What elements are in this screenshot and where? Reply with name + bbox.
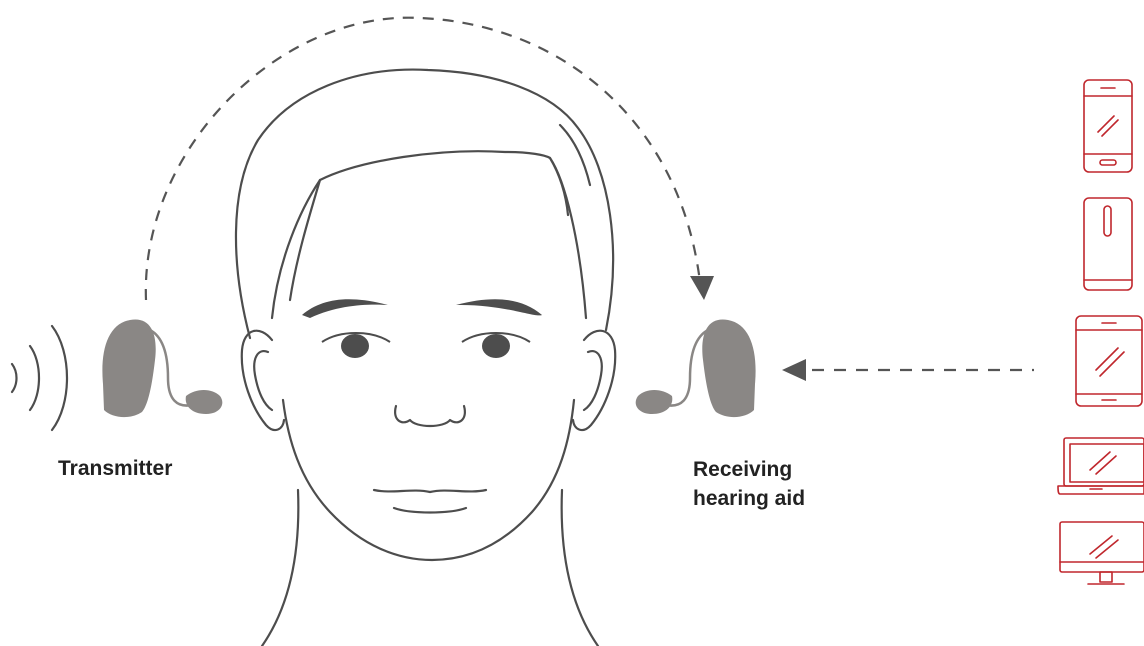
hearing-aid-icon	[102, 319, 222, 417]
receiving-label-line2: hearing aid	[693, 484, 805, 513]
laptop-icon	[1058, 438, 1144, 494]
mouth	[374, 490, 486, 492]
right-ear	[573, 331, 615, 430]
head-illustration-icon	[236, 70, 615, 646]
receiver-body	[702, 319, 755, 417]
receiving-label-line1: Receiving	[693, 455, 805, 484]
left-ear	[242, 331, 284, 430]
sound-waves-icon	[12, 326, 67, 430]
receiving-hearing-aid-label: Receiving hearing aid	[693, 455, 805, 513]
smartphone-icon	[1084, 80, 1132, 172]
receiving-hearing-aid-icon	[636, 319, 756, 417]
transmitter-receiver	[186, 390, 223, 414]
tablet-large-icon	[1076, 316, 1142, 406]
left-ear-inner	[254, 351, 272, 410]
right-ear-inner	[584, 351, 602, 410]
transmitter-label: Transmitter	[58, 454, 172, 483]
temple-strand-left	[290, 180, 320, 300]
neck-left	[262, 490, 298, 646]
receiver-earpiece	[636, 390, 673, 414]
device-stream-arrowhead	[782, 359, 806, 381]
hair-part	[560, 125, 590, 185]
face-jaw	[283, 400, 574, 560]
temple-strand-right	[550, 158, 568, 215]
neck-right	[562, 490, 598, 646]
monitor-icon	[1060, 522, 1144, 584]
right-eye	[462, 333, 530, 358]
hair-outline	[236, 70, 613, 338]
nose	[395, 406, 465, 426]
hairline	[272, 151, 586, 318]
transmission-arc	[146, 18, 700, 300]
right-eyebrow	[456, 299, 542, 315]
lower-lip	[394, 508, 466, 513]
left-eye	[322, 333, 390, 358]
arc-arrowhead	[690, 276, 714, 300]
transmitter-body	[102, 319, 155, 417]
tablet-icon	[1084, 198, 1132, 290]
left-eyebrow	[302, 299, 388, 318]
